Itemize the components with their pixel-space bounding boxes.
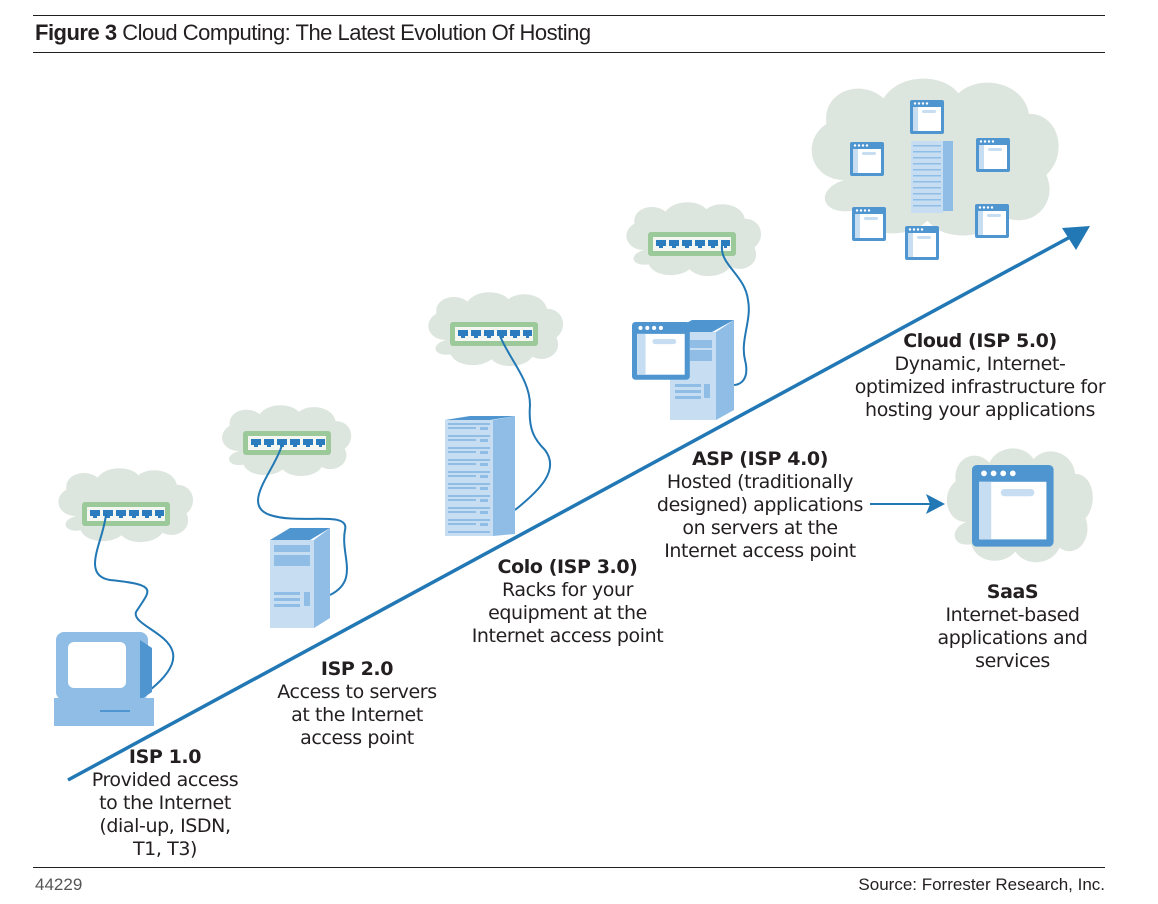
stage-description: Hosted (traditionally designed) applicat… xyxy=(656,471,864,562)
stage-label-isp1: ISP 1.0 Provided access to the Internet … xyxy=(85,746,245,861)
stage-name: ISP 1.0 xyxy=(128,746,202,768)
source-credit: Source: Forrester Research, Inc. xyxy=(858,875,1105,894)
saas-description: Internet-based applications and services xyxy=(937,604,1088,672)
tower-server-icon xyxy=(270,528,330,628)
stage-label-asp: ASP (ISP 4.0) Hosted (traditionally desi… xyxy=(640,448,880,563)
stage-label-cloud: Cloud (ISP 5.0) Dynamic, Internet- optim… xyxy=(835,330,1125,422)
stage-description: Dynamic, Internet- optimized infrastruct… xyxy=(854,353,1106,421)
stage-description: Access to servers at the Internet access… xyxy=(277,681,437,749)
stage-asp-graphic xyxy=(626,202,762,420)
asp-to-saas-arrow xyxy=(870,494,945,514)
stage-isp2-graphic xyxy=(222,405,352,628)
figure-number: Figure 3 xyxy=(35,20,117,45)
desktop-computer-icon xyxy=(54,632,154,726)
saas-name: SaaS xyxy=(986,581,1039,603)
application-window-icon xyxy=(972,465,1054,547)
cloud-server-rack-icon xyxy=(911,141,953,213)
network-cable xyxy=(257,444,348,596)
figure-title-text: Cloud Computing: The Latest Evolution Of… xyxy=(116,20,591,45)
server-rack-icon xyxy=(445,416,515,536)
stage-description: Provided access to the Internet (dial-up… xyxy=(91,769,239,860)
saas-graphic xyxy=(946,448,1093,563)
stage-label-isp2: ISP 2.0 Access to servers at the Interne… xyxy=(262,658,452,750)
evolution-arrowhead-icon xyxy=(1062,226,1090,250)
network-cable xyxy=(499,335,552,511)
application-window-icon xyxy=(905,226,939,260)
evolution-arrow xyxy=(67,226,1090,782)
stage-name: Colo (ISP 3.0) xyxy=(497,556,638,578)
network-switch-icon xyxy=(82,502,170,526)
network-switch-icon xyxy=(243,431,331,455)
application-server-icon xyxy=(632,320,734,420)
footer-rule xyxy=(33,867,1105,868)
title-rule xyxy=(33,52,1105,53)
figure-title: Figure 3 Cloud Computing: The Latest Evo… xyxy=(35,20,591,46)
evolution-line xyxy=(67,234,1073,782)
asp-to-saas-arrowhead-icon xyxy=(926,494,945,514)
top-rule xyxy=(33,15,1105,16)
network-switch-icon xyxy=(450,322,538,346)
stage-description: Racks for your equipment at the Internet… xyxy=(471,579,664,647)
application-window-icon xyxy=(976,138,1010,172)
application-window-icon xyxy=(850,142,884,176)
application-window-icon xyxy=(975,204,1009,238)
stage-colo-graphic xyxy=(428,292,564,536)
stage-cloud-graphic xyxy=(811,78,1059,260)
stage-label-colo: Colo (ISP 3.0) Racks for your equipment … xyxy=(450,556,685,648)
network-cable xyxy=(720,245,750,386)
saas-label: SaaS Internet-based applications and ser… xyxy=(920,581,1105,673)
application-window-icon xyxy=(910,100,944,134)
stage-name: ISP 2.0 xyxy=(320,658,394,680)
application-window-icon xyxy=(632,322,690,380)
application-window-icon xyxy=(852,207,886,241)
stage-name: Cloud (ISP 5.0) xyxy=(903,330,1057,352)
stage-name: ASP (ISP 4.0) xyxy=(691,448,829,470)
stage-isp1-graphic xyxy=(54,468,194,726)
figure-id: 44229 xyxy=(35,875,83,894)
